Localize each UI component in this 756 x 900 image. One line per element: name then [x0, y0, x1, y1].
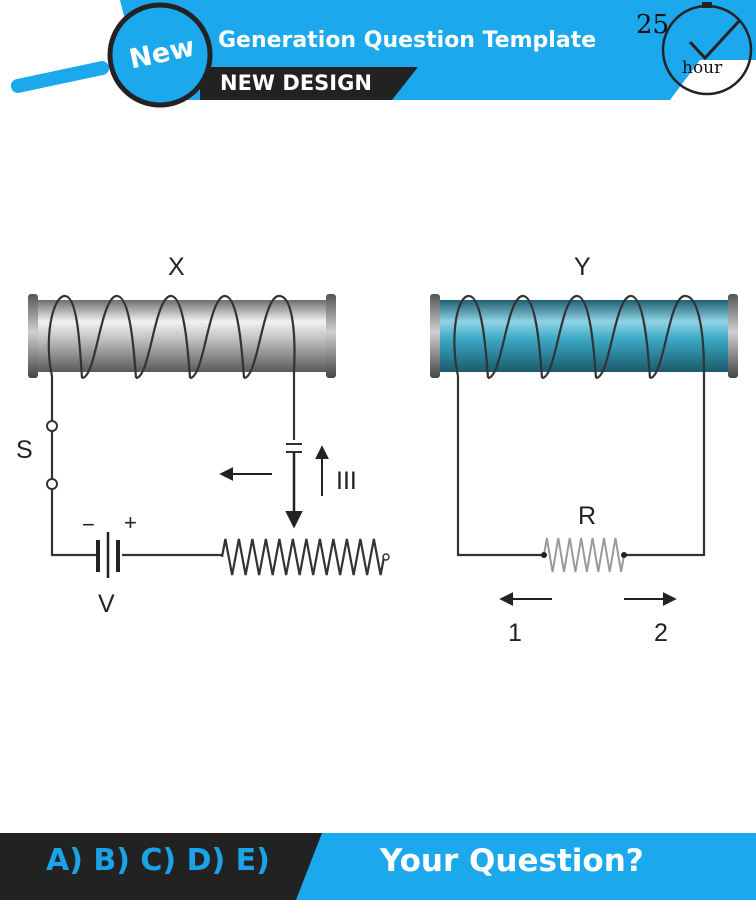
coil-y-label: Y: [574, 253, 591, 281]
switch-s: [46, 420, 58, 490]
resistor-r-right-node: [621, 552, 627, 558]
coil-y: [430, 294, 738, 380]
footer-graphics: [0, 833, 756, 900]
rheostat-end-terminal: [382, 553, 390, 561]
checkmark-icon: [688, 18, 742, 61]
direction-2-label: 2: [654, 619, 668, 647]
resistor-r-left-node: [541, 552, 547, 558]
resistor-label: R: [578, 502, 597, 530]
magnifier-lens: [107, 2, 213, 108]
coil-x-label: X: [168, 253, 185, 281]
coil-y-winding: [453, 294, 706, 380]
rheostat-resistor: [220, 538, 386, 576]
battery-v: [96, 532, 120, 578]
coil-x: [28, 294, 336, 380]
resistor-r: [543, 537, 625, 573]
circuit-x-wires: [50, 372, 296, 557]
switch-label: S: [16, 436, 33, 464]
header: New Generation Question Template NEW DES…: [0, 0, 756, 110]
answers-panel: [0, 833, 322, 900]
coil-y-right-cap: [728, 294, 738, 378]
circuit-y-wires: [456, 372, 706, 557]
coil-y-core: [438, 300, 730, 372]
battery-plus-label: +: [124, 510, 137, 535]
rheostat-slider: [285, 443, 303, 529]
battery-label: V: [98, 590, 115, 618]
coil-x-winding: [47, 294, 296, 380]
slider-label: III: [336, 467, 357, 495]
subtitle-banner: [200, 67, 418, 100]
question-placeholder: Your Question?: [380, 843, 644, 879]
direction-1-label: 1: [508, 619, 522, 647]
answer-options: A) B) C) D) E): [46, 843, 270, 878]
footer: [0, 833, 756, 900]
battery-minus-label: −: [82, 512, 95, 537]
timer-number: 25: [636, 10, 670, 40]
header-graphics: [10, 0, 756, 108]
timer-unit: hour: [682, 58, 723, 78]
magnifier-handle: [10, 61, 110, 93]
header-subtitle: NEW DESIGN: [220, 71, 372, 95]
coil-y-left-cap: [430, 294, 440, 378]
header-title: Generation Question Template: [218, 28, 597, 53]
coil-x-right-cap: [326, 294, 336, 378]
coil-x-left-cap: [28, 294, 38, 378]
